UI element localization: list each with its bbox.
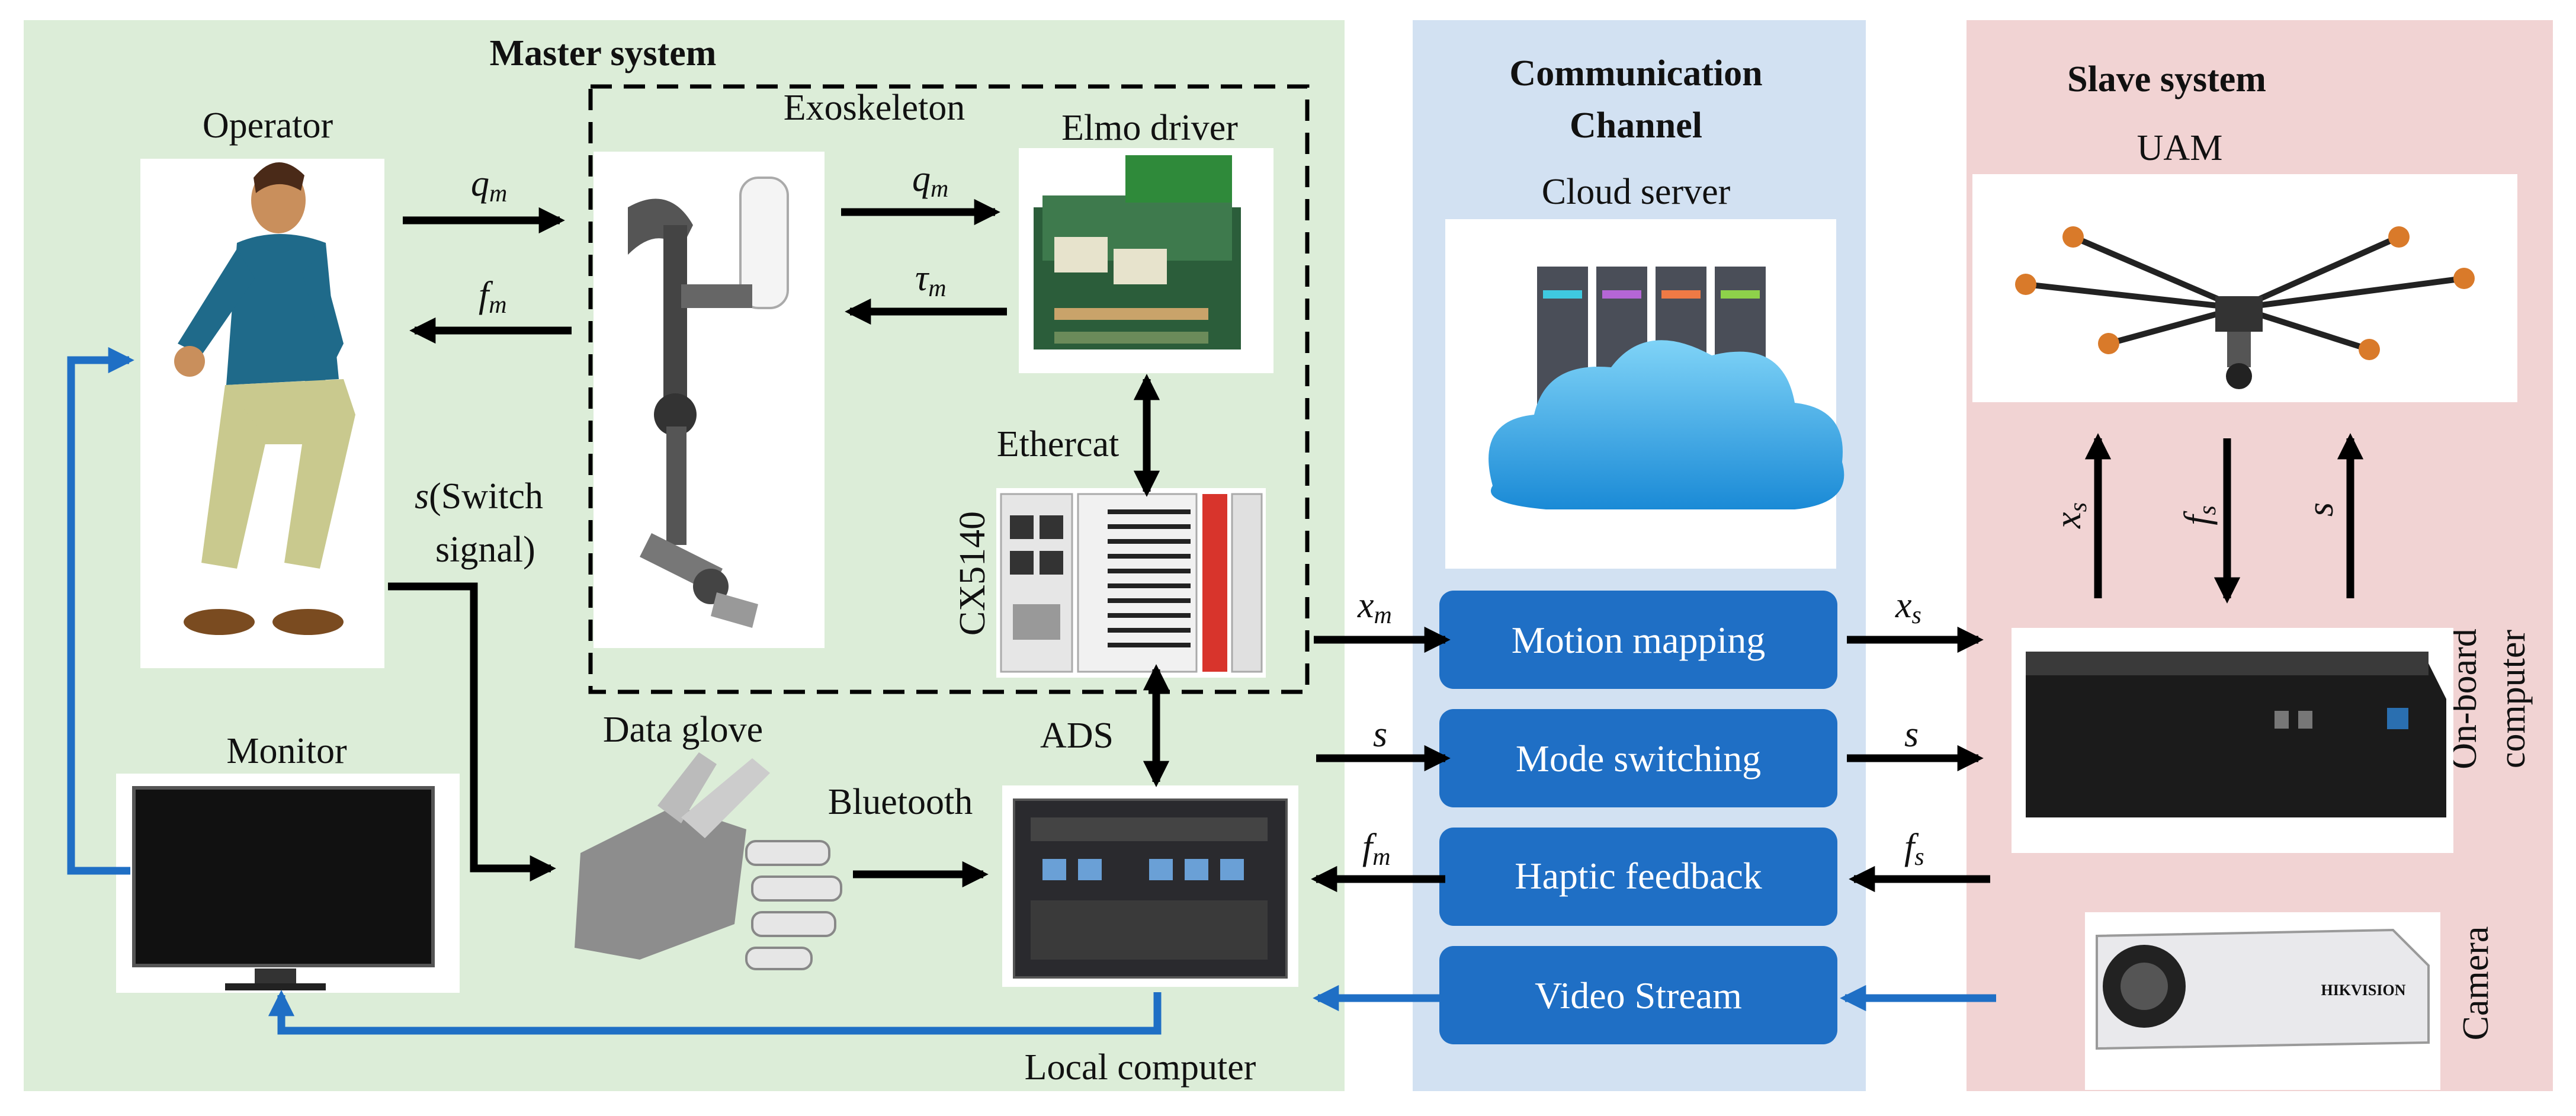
- elmo-driver-image: [1019, 148, 1273, 373]
- uam-image: [1972, 174, 2517, 402]
- label-fs-vertical: fs: [2177, 505, 2221, 525]
- exoskeleton-box: [588, 84, 1310, 694]
- cx5140-image: [996, 488, 1266, 678]
- ads-label: ADS: [1040, 716, 1114, 756]
- label-s-1: s: [1373, 714, 1387, 755]
- arrow-monitor-operator: [67, 347, 134, 875]
- elmo-label: Elmo driver: [1061, 108, 1238, 148]
- label-fm-2: fm: [1362, 827, 1391, 871]
- cloud-server-image: [1445, 219, 1844, 569]
- ethercat-label: Ethercat: [997, 424, 1119, 464]
- monitor-label: Monitor: [226, 731, 347, 771]
- switch-label-1: s(Switch: [415, 476, 543, 517]
- exoskeleton-label: Exoskeleton: [784, 88, 965, 128]
- slave-title: Slave system: [2067, 59, 2266, 100]
- video-stream-button[interactable]: Video Stream: [1439, 946, 1837, 1044]
- motion-mapping-button[interactable]: Motion mapping: [1439, 591, 1837, 689]
- data-glove-image: [575, 752, 842, 970]
- label-xm: xm: [1357, 585, 1392, 629]
- uam-label: UAM: [2137, 128, 2223, 168]
- local-computer-image: [1002, 785, 1298, 987]
- label-s-vertical: s: [2301, 502, 2341, 517]
- haptic-feedback-label: Haptic feedback: [1515, 855, 1762, 897]
- camera-brand: HIKVISION: [2321, 982, 2405, 999]
- video-stream-label: Video Stream: [1535, 974, 1742, 1016]
- label-qm-1: qm: [471, 163, 507, 207]
- operator-label: Operator: [203, 105, 333, 146]
- onboard-label-2: computer: [2492, 630, 2533, 768]
- label-qm-2: qm: [912, 159, 948, 203]
- data-glove-label: Data glove: [603, 710, 763, 750]
- label-xs-1: xs: [1895, 585, 1921, 629]
- camera-image: HIKVISION: [2085, 912, 2440, 1090]
- label-fs-1: fs: [1904, 827, 1924, 871]
- label-s-2: s: [1904, 714, 1919, 755]
- onboard-computer-image: [2012, 628, 2453, 853]
- operator-image: [140, 159, 384, 668]
- haptic-feedback-button[interactable]: Haptic feedback: [1439, 828, 1837, 926]
- motion-mapping-label: Motion mapping: [1512, 619, 1765, 661]
- comm-title-line1: Communication: [1509, 53, 1762, 94]
- label-tau: τm: [915, 258, 947, 302]
- switch-label-2: signal): [435, 530, 535, 570]
- arrow-switch-signal: [388, 582, 556, 882]
- cloud-server-label: Cloud server: [1542, 172, 1731, 212]
- arrow-local-monitor: [268, 990, 1162, 1035]
- camera-label: Camera: [2456, 926, 2496, 1041]
- monitor-image: [116, 774, 460, 993]
- cx-label: CX5140: [952, 511, 993, 636]
- mode-switching-button[interactable]: Mode switching: [1439, 709, 1837, 807]
- comm-title-line2: Channel: [1570, 105, 1702, 146]
- bluetooth-label: Bluetooth: [828, 782, 973, 822]
- exoskeleton-image: [594, 152, 825, 648]
- mode-switching-label: Mode switching: [1516, 737, 1761, 780]
- label-xs-vertical: xs: [2048, 502, 2092, 529]
- local-computer-label: Local computer: [1025, 1047, 1256, 1088]
- master-title: Master system: [490, 33, 717, 73]
